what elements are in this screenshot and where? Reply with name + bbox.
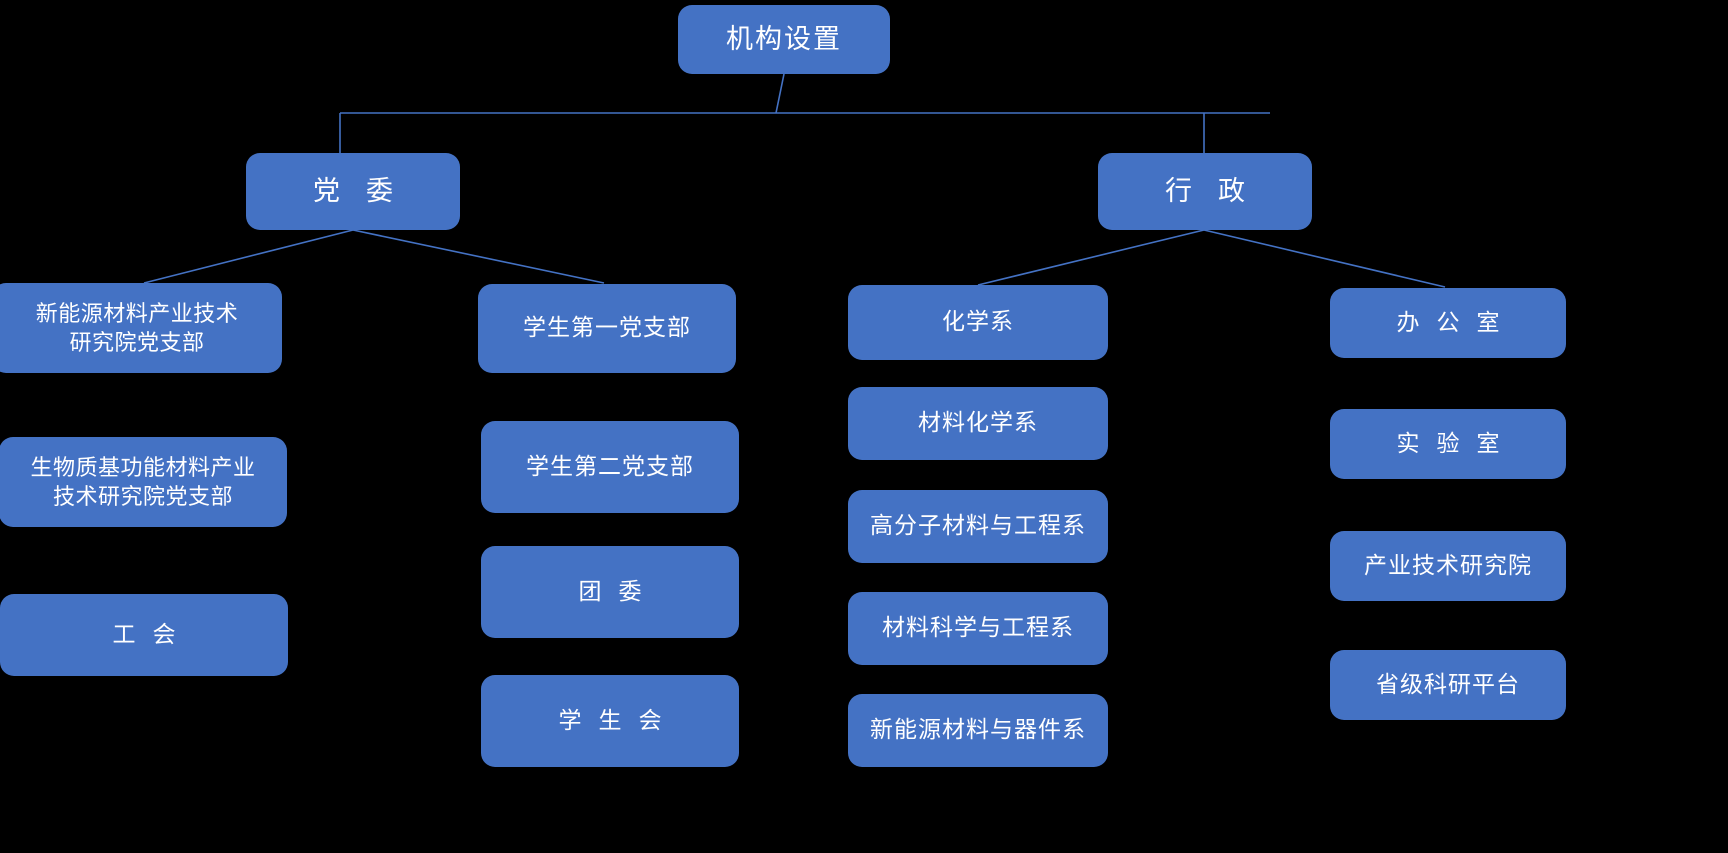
org-node-c2r4[interactable]: 学生会 [481, 675, 739, 767]
org-node-xz[interactable]: 行政 [1098, 153, 1312, 230]
org-node-root[interactable]: 机构设置 [678, 5, 890, 74]
org-node-label: 工会 [112, 621, 193, 647]
org-node-c4r1[interactable]: 办公室 [1330, 288, 1566, 358]
edge-root-stem [775, 73, 785, 114]
org-node-label: 办公室 [1396, 309, 1517, 335]
org-node-c4r2[interactable]: 实验室 [1330, 409, 1566, 479]
org-node-c3r2[interactable]: 材料化学系 [848, 387, 1108, 460]
org-node-label: 行政 [1165, 175, 1271, 206]
org-node-label: 材料化学系 [918, 410, 1038, 436]
org-node-c3r1[interactable]: 化学系 [848, 285, 1108, 360]
org-node-c3r4[interactable]: 材料科学与工程系 [848, 592, 1108, 665]
org-node-c1r1[interactable]: 新能源材料产业技术 研究院党支部 [0, 283, 282, 373]
org-node-label: 学生第二党支部 [526, 453, 694, 479]
edge-dw-c2r1 [352, 229, 605, 284]
org-node-c3r5[interactable]: 新能源材料与器件系 [848, 694, 1108, 767]
org-node-c2r3[interactable]: 团委 [481, 546, 739, 638]
org-node-label: 党委 [313, 175, 419, 206]
org-node-label: 机构设置 [726, 23, 842, 54]
org-node-label: 实验室 [1396, 430, 1517, 456]
org-node-label: 省级科研平台 [1376, 671, 1520, 697]
org-node-label: 化学系 [942, 309, 1014, 335]
org-node-c2r1[interactable]: 学生第一党支部 [478, 284, 736, 373]
org-node-c4r3[interactable]: 产业技术研究院 [1330, 531, 1566, 601]
org-node-label: 新能源材料产业技术 研究院党支部 [35, 300, 239, 355]
org-node-label: 团委 [578, 578, 659, 604]
org-node-label: 新能源材料与器件系 [870, 717, 1086, 743]
org-node-label: 产业技术研究院 [1364, 552, 1532, 578]
edge-xz-c3r1 [977, 229, 1205, 286]
org-node-c3r3[interactable]: 高分子材料与工程系 [848, 490, 1108, 563]
org-node-label: 学生会 [558, 707, 679, 733]
edge-xz-c4r1 [1203, 229, 1446, 288]
org-node-label: 生物质基功能材料产业 技术研究院党支部 [30, 454, 256, 509]
org-node-c4r4[interactable]: 省级科研平台 [1330, 650, 1566, 720]
org-node-dw[interactable]: 党委 [246, 153, 460, 230]
org-node-c1r3[interactable]: 工会 [0, 594, 288, 676]
org-node-c1r2[interactable]: 生物质基功能材料产业 技术研究院党支部 [0, 437, 287, 527]
org-node-label: 高分子材料与工程系 [870, 513, 1086, 539]
edge-dw-c1r1 [143, 229, 354, 284]
org-node-label: 学生第一党支部 [523, 315, 691, 341]
org-node-label: 材料科学与工程系 [882, 615, 1074, 641]
org-node-c2r2[interactable]: 学生第二党支部 [481, 421, 739, 513]
